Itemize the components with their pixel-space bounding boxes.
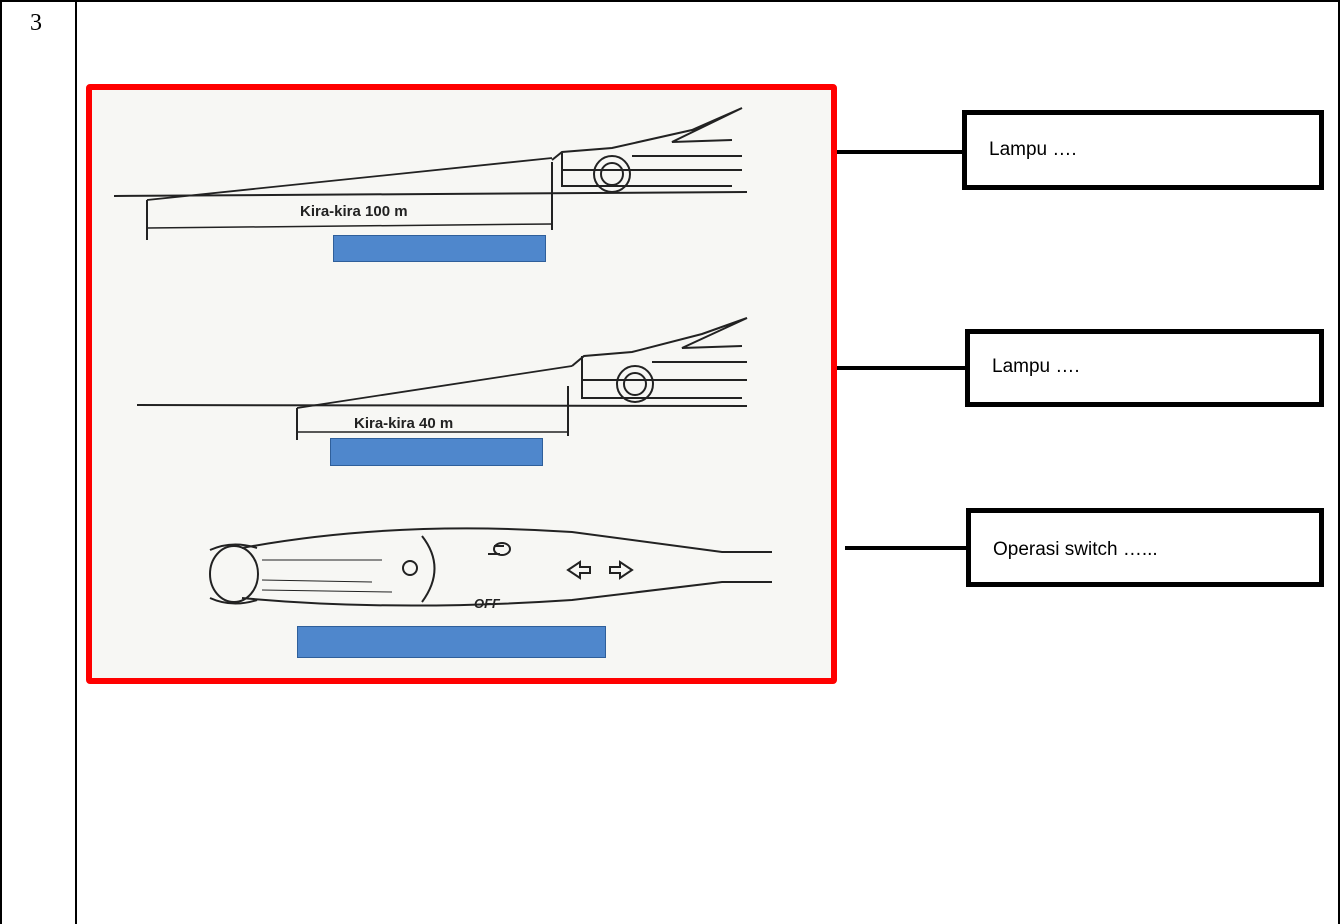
switch-lines: [261, 579, 373, 583]
label-box-high-beam[interactable]: Lampu ….: [962, 110, 1324, 190]
table-column-divider: [75, 0, 77, 924]
left-arrow-icon: [566, 560, 591, 580]
label-text-1: Lampu ….: [989, 139, 1077, 160]
table-border-right: [1338, 0, 1340, 924]
combination-switch-diagram: [209, 527, 772, 607]
label-text-2: Lampu ….: [992, 356, 1080, 377]
right-arrow-icon: [609, 560, 634, 580]
table-border-top: [0, 0, 1340, 2]
beam-line: [146, 157, 553, 201]
question-number: 3: [30, 10, 42, 36]
label-box-switch-operation[interactable]: Operasi switch …...: [966, 508, 1324, 587]
headlight-diagram-figure: Kira-kira 100 m Kira-kira 40 m: [86, 84, 837, 684]
road-line: [136, 404, 748, 407]
label-text-3: Operasi switch …...: [993, 539, 1158, 560]
answer-blank-2[interactable]: [330, 438, 543, 466]
switch-knob-edge: [209, 543, 258, 605]
table-border-left: [0, 0, 2, 924]
switch-lines: [261, 589, 393, 593]
high-beam-indicator-icon: [493, 542, 511, 556]
distance-label-40m: Kira-kira 40 m: [354, 415, 453, 432]
beam-line: [296, 365, 573, 409]
car-wheel-icon: [616, 365, 654, 403]
distance-label-100m: Kira-kira 100 m: [300, 203, 408, 220]
answer-blank-1[interactable]: [333, 235, 546, 262]
label-box-low-beam[interactable]: Lampu ….: [965, 329, 1324, 407]
connector-line-3: [845, 546, 967, 550]
connector-line-1: [837, 150, 963, 154]
switch-lever-body: [241, 527, 772, 607]
connector-line-2: [837, 366, 966, 370]
switch-off-label: OFF: [474, 596, 501, 611]
high-beam-diagram: [113, 107, 748, 240]
headlight-symbol-icon: [402, 560, 418, 576]
answer-blank-3[interactable]: [297, 626, 606, 658]
low-beam-diagram: [136, 317, 748, 440]
road-line: [113, 191, 748, 197]
distance-arrow: [146, 223, 553, 229]
car-body: [571, 317, 748, 399]
switch-ring: [421, 535, 436, 603]
car-wheel-icon: [593, 155, 631, 193]
car-hubcap: [623, 372, 647, 396]
car-body: [551, 107, 743, 187]
car-hubcap: [600, 162, 624, 186]
headlight-diagram: Kira-kira 100 m Kira-kira 40 m: [113, 107, 772, 611]
switch-knob: [209, 545, 259, 603]
